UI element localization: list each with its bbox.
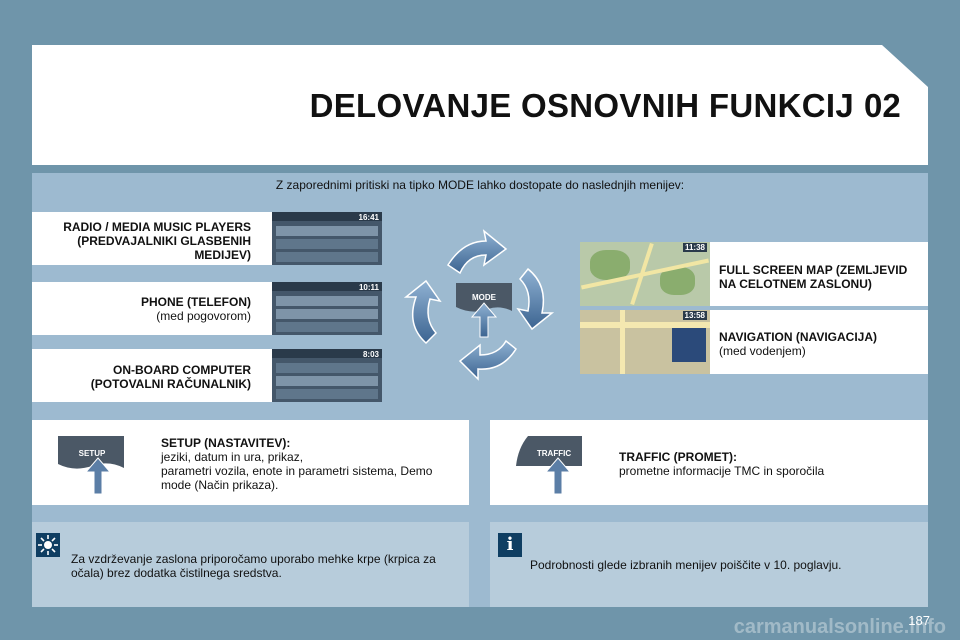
- info-panel: [490, 522, 928, 607]
- mode-key-icon: [456, 283, 512, 312]
- menu-title-line: (PREDVAJALNIKI GLASBENIH: [77, 234, 251, 248]
- menu-title-line: PHONE (TELEFON): [141, 295, 251, 309]
- mode-key-label: MODE: [472, 293, 497, 302]
- menu-title-line: MEDIJEV): [194, 248, 251, 262]
- menu-title-line: FULL SCREEN MAP (ZEMLJEVID: [719, 263, 908, 277]
- traffic-description: TRAFFIC (PROMET): prometne informacije T…: [619, 450, 919, 478]
- menu-label-phone: PHONE (TELEFON) (med pogovorom): [40, 295, 251, 323]
- screen-computer: 8:03: [272, 349, 382, 402]
- menu-label-radio: RADIO / MEDIA MUSIC PLAYERS (PREDVAJALNI…: [40, 220, 251, 262]
- page-number: 187: [908, 613, 930, 628]
- screen-map: 11:38: [580, 242, 710, 306]
- setup-description: SETUP (NASTAVITEV): jeziki, datum in ura…: [161, 436, 461, 492]
- menu-subtitle: (med vodenjem): [719, 344, 806, 358]
- screen-phone: 10:11: [272, 282, 382, 335]
- cycle-arrow-icon: [516, 267, 555, 331]
- menu-subtitle: (med pogovorom): [156, 309, 251, 323]
- screen-time: 16:41: [358, 213, 379, 222]
- traffic-line: prometne informacije TMC in sporočila: [619, 464, 825, 478]
- setup-key-label: SETUP: [79, 449, 106, 458]
- setup-key-icon: SETUP: [58, 436, 124, 495]
- tip-line: Za vzdrževanje zaslona priporočamo upora…: [71, 552, 436, 566]
- traffic-key-label: TRAFFIC: [537, 449, 571, 458]
- page-title: DELOVANJE OSNOVNIH FUNKCIJ: [309, 87, 854, 124]
- menu-title-line: RADIO / MEDIA MUSIC PLAYERS: [63, 220, 251, 234]
- header-banner: DELOVANJE OSNOVNIH FUNKCIJ 02: [32, 45, 928, 165]
- menu-label-computer: ON-BOARD COMPUTER (POTOVALNI RAČUNALNIK): [40, 363, 251, 391]
- watermark: carmanualsonline.info: [733, 616, 946, 638]
- traffic-title: TRAFFIC (PROMET):: [619, 450, 737, 464]
- tip-icon: [36, 533, 60, 557]
- tip-line: očala) brez dodatka čistilnega sredstva.: [71, 566, 282, 580]
- screen-time: 10:11: [358, 283, 379, 292]
- cycle-arrow-icon: [403, 279, 442, 345]
- tip-panel: [32, 522, 469, 607]
- setup-title: SETUP (NASTAVITEV):: [161, 436, 291, 450]
- mode-cycle-diagram: MODE: [403, 229, 555, 381]
- screen-time: 11:38: [682, 243, 707, 252]
- info-icon: i: [498, 533, 522, 557]
- menu-label-map: FULL SCREEN MAP (ZEMLJEVID NA CELOTNEM Z…: [719, 263, 924, 291]
- chapter-number: 02: [864, 87, 901, 124]
- setup-line: parametri vozila, enote in parametri sis…: [161, 464, 433, 478]
- cycle-arrow-icon: [458, 339, 517, 381]
- up-arrow-icon: [544, 457, 572, 495]
- up-arrow-icon: [84, 457, 112, 495]
- up-arrow-icon: [470, 302, 498, 338]
- menu-title-line: NA CELOTNEM ZASLONU): [719, 277, 872, 291]
- tip-text: Za vzdrževanje zaslona priporočamo upora…: [71, 552, 463, 580]
- intro-text: Z zaporednimi pritiski na tipko MODE lah…: [275, 178, 685, 192]
- info-text: Podrobnosti glede izbranih menijev poišč…: [530, 558, 842, 572]
- menu-title-line: ON-BOARD COMPUTER: [113, 363, 251, 377]
- cycle-arrow-icon: [446, 229, 508, 275]
- menu-title-line: (POTOVALNI RAČUNALNIK): [90, 377, 251, 391]
- setup-line: jeziki, datum in ura, prikaz,: [161, 450, 304, 464]
- menu-title-line: NAVIGATION (NAVIGACIJA): [719, 330, 877, 344]
- screen-radio: 16:41: [272, 212, 382, 265]
- screen-time: 8:03: [362, 350, 379, 359]
- screen-navigation: 13:58: [580, 310, 710, 374]
- setup-line: mode (Način prikaza).: [161, 478, 279, 492]
- screen-time: 13:58: [682, 311, 707, 320]
- menu-label-navigation: NAVIGATION (NAVIGACIJA) (med vodenjem): [719, 330, 924, 358]
- traffic-key-icon: TRAFFIC: [516, 436, 582, 495]
